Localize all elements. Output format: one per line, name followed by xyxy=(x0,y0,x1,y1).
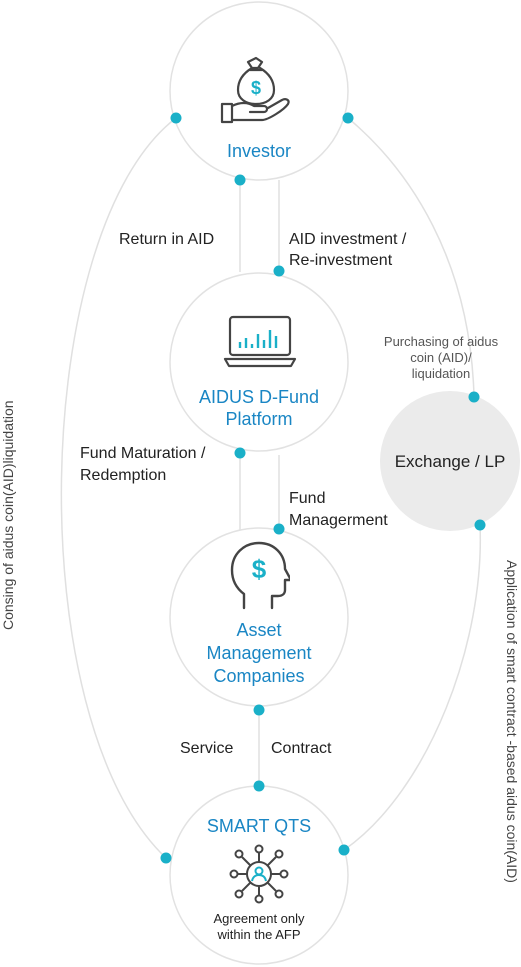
right-arc-bottom xyxy=(343,524,482,851)
asset-label-3: Companies xyxy=(213,666,305,686)
exchange-label: Exchange / LP xyxy=(394,452,506,471)
hand-money-bag-icon: $ xyxy=(220,56,290,124)
dot-investor-right xyxy=(342,112,354,124)
qts-sublabel-1: Agreement only xyxy=(213,911,305,926)
qts-label: SMART QTS xyxy=(206,816,312,836)
qts-sublabel-2: within the AFP xyxy=(217,927,301,942)
dot-qts-left xyxy=(160,852,172,864)
aid-investment-label-2: Re-investment xyxy=(289,252,393,269)
service-label: Service xyxy=(180,740,234,757)
left-vertical-label: Consing of aidus coin(AID)liquidation xyxy=(0,400,16,630)
platform-circle xyxy=(169,272,349,452)
purchasing-label-3: liquidation xyxy=(411,366,471,381)
right-arc-top xyxy=(347,117,475,397)
dot-qts-top xyxy=(253,780,265,792)
dot-exchange-top xyxy=(468,391,480,403)
platform-label-1: AIDUS D-Fund xyxy=(198,387,320,407)
asset-label-2: Management xyxy=(206,643,312,663)
dot-qts-right xyxy=(338,844,350,856)
aid-investment-label-1: AID investment / xyxy=(289,231,407,248)
laptop-chart-icon xyxy=(223,315,297,368)
asset-label-1: Asset xyxy=(236,620,282,640)
svg-text:$: $ xyxy=(252,554,267,584)
fund-management-label-2: Managerment xyxy=(289,512,388,529)
investor-label: Investor xyxy=(226,141,292,161)
left-arc xyxy=(60,117,177,859)
fund-maturation-label-1: Fund Maturation / xyxy=(80,445,206,462)
dot-asset-top xyxy=(273,523,285,535)
purchasing-label-2: coin (AID)/ xyxy=(410,350,472,365)
svg-text:$: $ xyxy=(251,78,261,98)
contract-label: Contract xyxy=(271,740,332,757)
head-dollar-icon: $ xyxy=(230,541,290,610)
platform-label-2: Platform xyxy=(225,409,293,429)
dot-asset-bottom xyxy=(253,704,265,716)
dot-investor-left xyxy=(170,112,182,124)
right-vertical-label: Application of smart contract -based aid… xyxy=(504,560,520,883)
exchange-circle xyxy=(380,391,520,531)
dot-exchange-bottom xyxy=(474,519,486,531)
dot-platform-bottom xyxy=(234,447,246,459)
dot-platform-top xyxy=(273,265,285,277)
dot-investor-bottom xyxy=(234,174,246,186)
return-aid-label: Return in AID xyxy=(119,231,215,248)
network-user-icon xyxy=(229,844,289,904)
purchasing-label-1: Purchasing of aidus xyxy=(383,334,499,349)
fund-maturation-label-2: Redemption xyxy=(80,467,167,484)
investor-circle xyxy=(169,1,349,181)
fund-management-label-1: Fund xyxy=(289,490,326,507)
